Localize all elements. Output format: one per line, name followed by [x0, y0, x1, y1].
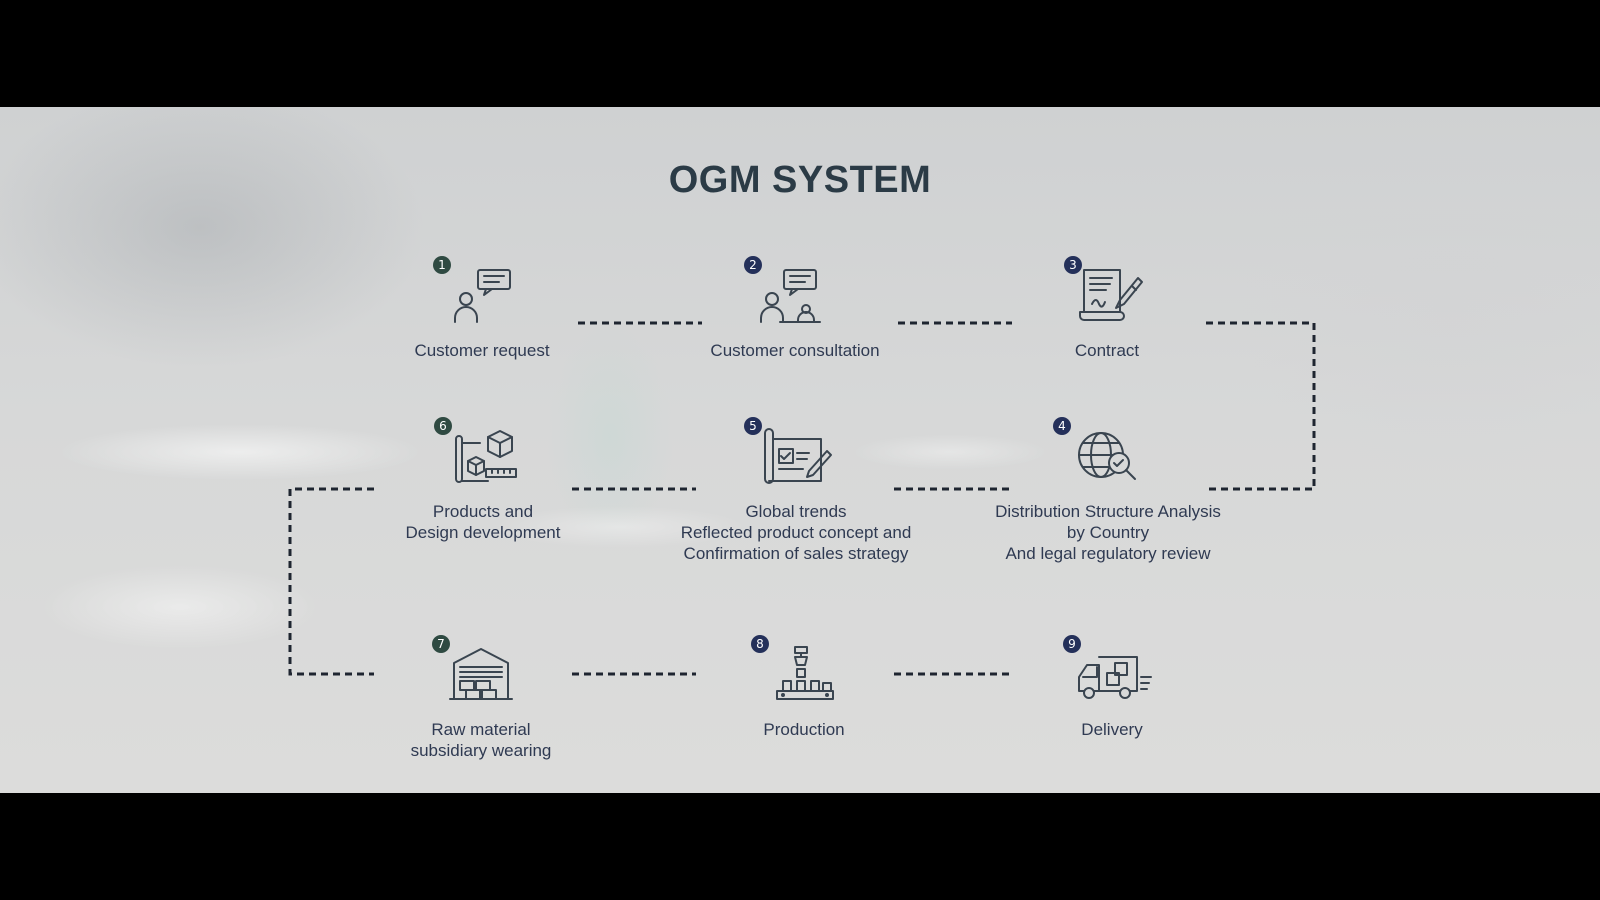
product-design-icon: 6	[434, 417, 528, 487]
delivery-truck-icon: 9	[1063, 635, 1157, 705]
connector-6-7	[288, 487, 374, 676]
diagram-title: OGM SYSTEM	[668, 159, 932, 201]
customer-request-icon: 1	[433, 256, 527, 326]
warehouse-icon: 7	[432, 635, 526, 705]
connector-lines	[288, 321, 1316, 676]
step-number-badge: 9	[1063, 635, 1081, 653]
step-5: 5 Global trends Reflected product concep…	[646, 417, 946, 564]
step-label: Delivery	[1081, 720, 1143, 739]
step-4: 4 Distribution Structure Analysis by Cou…	[958, 417, 1258, 564]
step-number-badge: 1	[433, 256, 451, 274]
step-label: Global trends Reflected product concept …	[680, 502, 912, 563]
step-number-badge: 5	[744, 417, 762, 435]
step-number-badge: 4	[1053, 417, 1071, 435]
step-9: 9 Delivery	[962, 635, 1262, 740]
blueprint-icon: 5	[744, 417, 841, 487]
contract-icon: 3	[1062, 256, 1152, 326]
step-label: Production	[763, 720, 845, 739]
diagram-panel: OGM SYSTEM	[0, 107, 1600, 793]
step-1: 1 Customer request	[332, 256, 632, 361]
step-label: Products and Design development	[405, 502, 561, 542]
step-number-badge: 8	[751, 635, 769, 653]
step-label: Distribution Structure Analysis by Count…	[995, 502, 1221, 563]
step-2: 2 Customer consultation	[645, 256, 945, 361]
step-6: 6 Products and Design development	[333, 417, 633, 543]
customer-consultation-icon: 2	[744, 256, 840, 326]
step-number-badge: 7	[432, 635, 450, 653]
step-label: Customer request	[414, 341, 550, 360]
globe-analysis-icon: 4	[1053, 417, 1153, 487]
step-label: Raw material subsidiary wearing	[410, 720, 552, 760]
step-8: 8 Production	[654, 635, 954, 740]
step-number-badge: 3	[1064, 256, 1082, 274]
step-number-badge: 6	[434, 417, 452, 435]
connector-3-4	[1206, 321, 1316, 491]
step-number-badge: 2	[744, 256, 762, 274]
step-label: Customer consultation	[710, 341, 880, 360]
step-3: 3 Contract	[957, 256, 1257, 361]
step-7: 7 Raw material subsidiary wearing	[331, 635, 631, 761]
step-label: Contract	[1074, 341, 1140, 360]
production-icon: 8	[751, 635, 849, 705]
